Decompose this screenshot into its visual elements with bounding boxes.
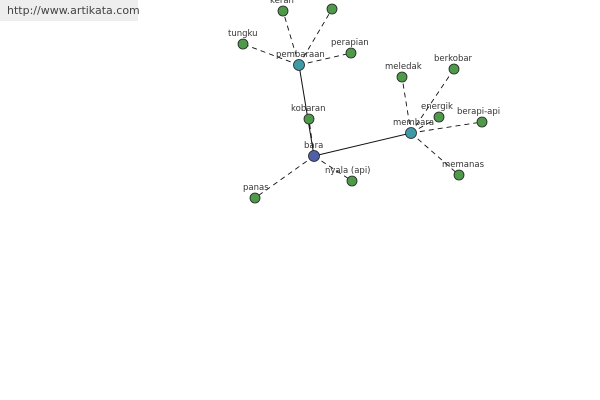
node-label-membara[interactable]: membara [393,118,434,128]
node-perapian[interactable] [345,47,357,59]
edge-pembaraan-tungku [242,43,300,66]
label-layer: bara pembaraan membara kobaran panas nyala (a… [228,0,500,193]
edge-membara-berapi-api [410,121,483,134]
edge-bara-membara [313,132,412,157]
node-memanas[interactable] [453,169,465,181]
source-link[interactable]: http://www.artikata.com [0,0,140,21]
node-kobaran[interactable] [303,113,315,125]
node-keran[interactable] [277,5,289,17]
edge-membara-memanas [410,132,460,176]
node-bara[interactable] [308,150,320,162]
edge-pembaraan-keran [282,10,300,66]
node-berapi-api[interactable] [476,116,488,128]
node-pembaraan[interactable] [293,59,305,71]
node-label-berapi-api[interactable]: berapi-api [457,107,500,117]
node-label-perapian[interactable]: perapian [331,38,369,48]
edge-bara-kobaran [308,118,315,157]
node-tungku[interactable] [237,38,249,50]
node-label-energik[interactable]: energik [421,102,453,112]
edge-bara-panas [254,155,315,199]
edge-bara-nyala-api [313,155,353,182]
edge-bara-pembaraan [298,64,315,157]
edge-pembaraan-top-right-leaf [298,8,333,66]
node-label-tungku[interactable]: tungku [228,29,258,39]
node-layer [237,3,488,204]
node-label-kobaran[interactable]: kobaran [291,104,326,114]
node-meledak[interactable] [396,71,408,83]
node-label-keran[interactable]: keran [270,0,294,6]
edge-membara-berkobar [410,68,455,134]
node-label-panas[interactable]: panas [243,183,269,193]
node-top-right-leaf[interactable] [326,3,338,15]
node-label-meledak[interactable]: meledak [385,62,422,72]
edge-layer [242,8,483,199]
node-label-nyala-api[interactable]: nyala (api) [325,166,371,176]
node-panas[interactable] [249,192,261,204]
node-label-berkobar[interactable]: berkobar [434,54,473,64]
edge-membara-meledak [401,76,412,134]
node-berkobar[interactable] [448,63,460,75]
node-membara[interactable] [405,127,417,139]
node-label-memanas[interactable]: memanas [442,160,485,170]
node-label-pembaraan[interactable]: pembaraan [276,50,325,60]
node-nyala-api[interactable] [346,175,358,187]
node-energik[interactable] [433,111,445,123]
node-label-bara[interactable]: bara [304,141,323,151]
